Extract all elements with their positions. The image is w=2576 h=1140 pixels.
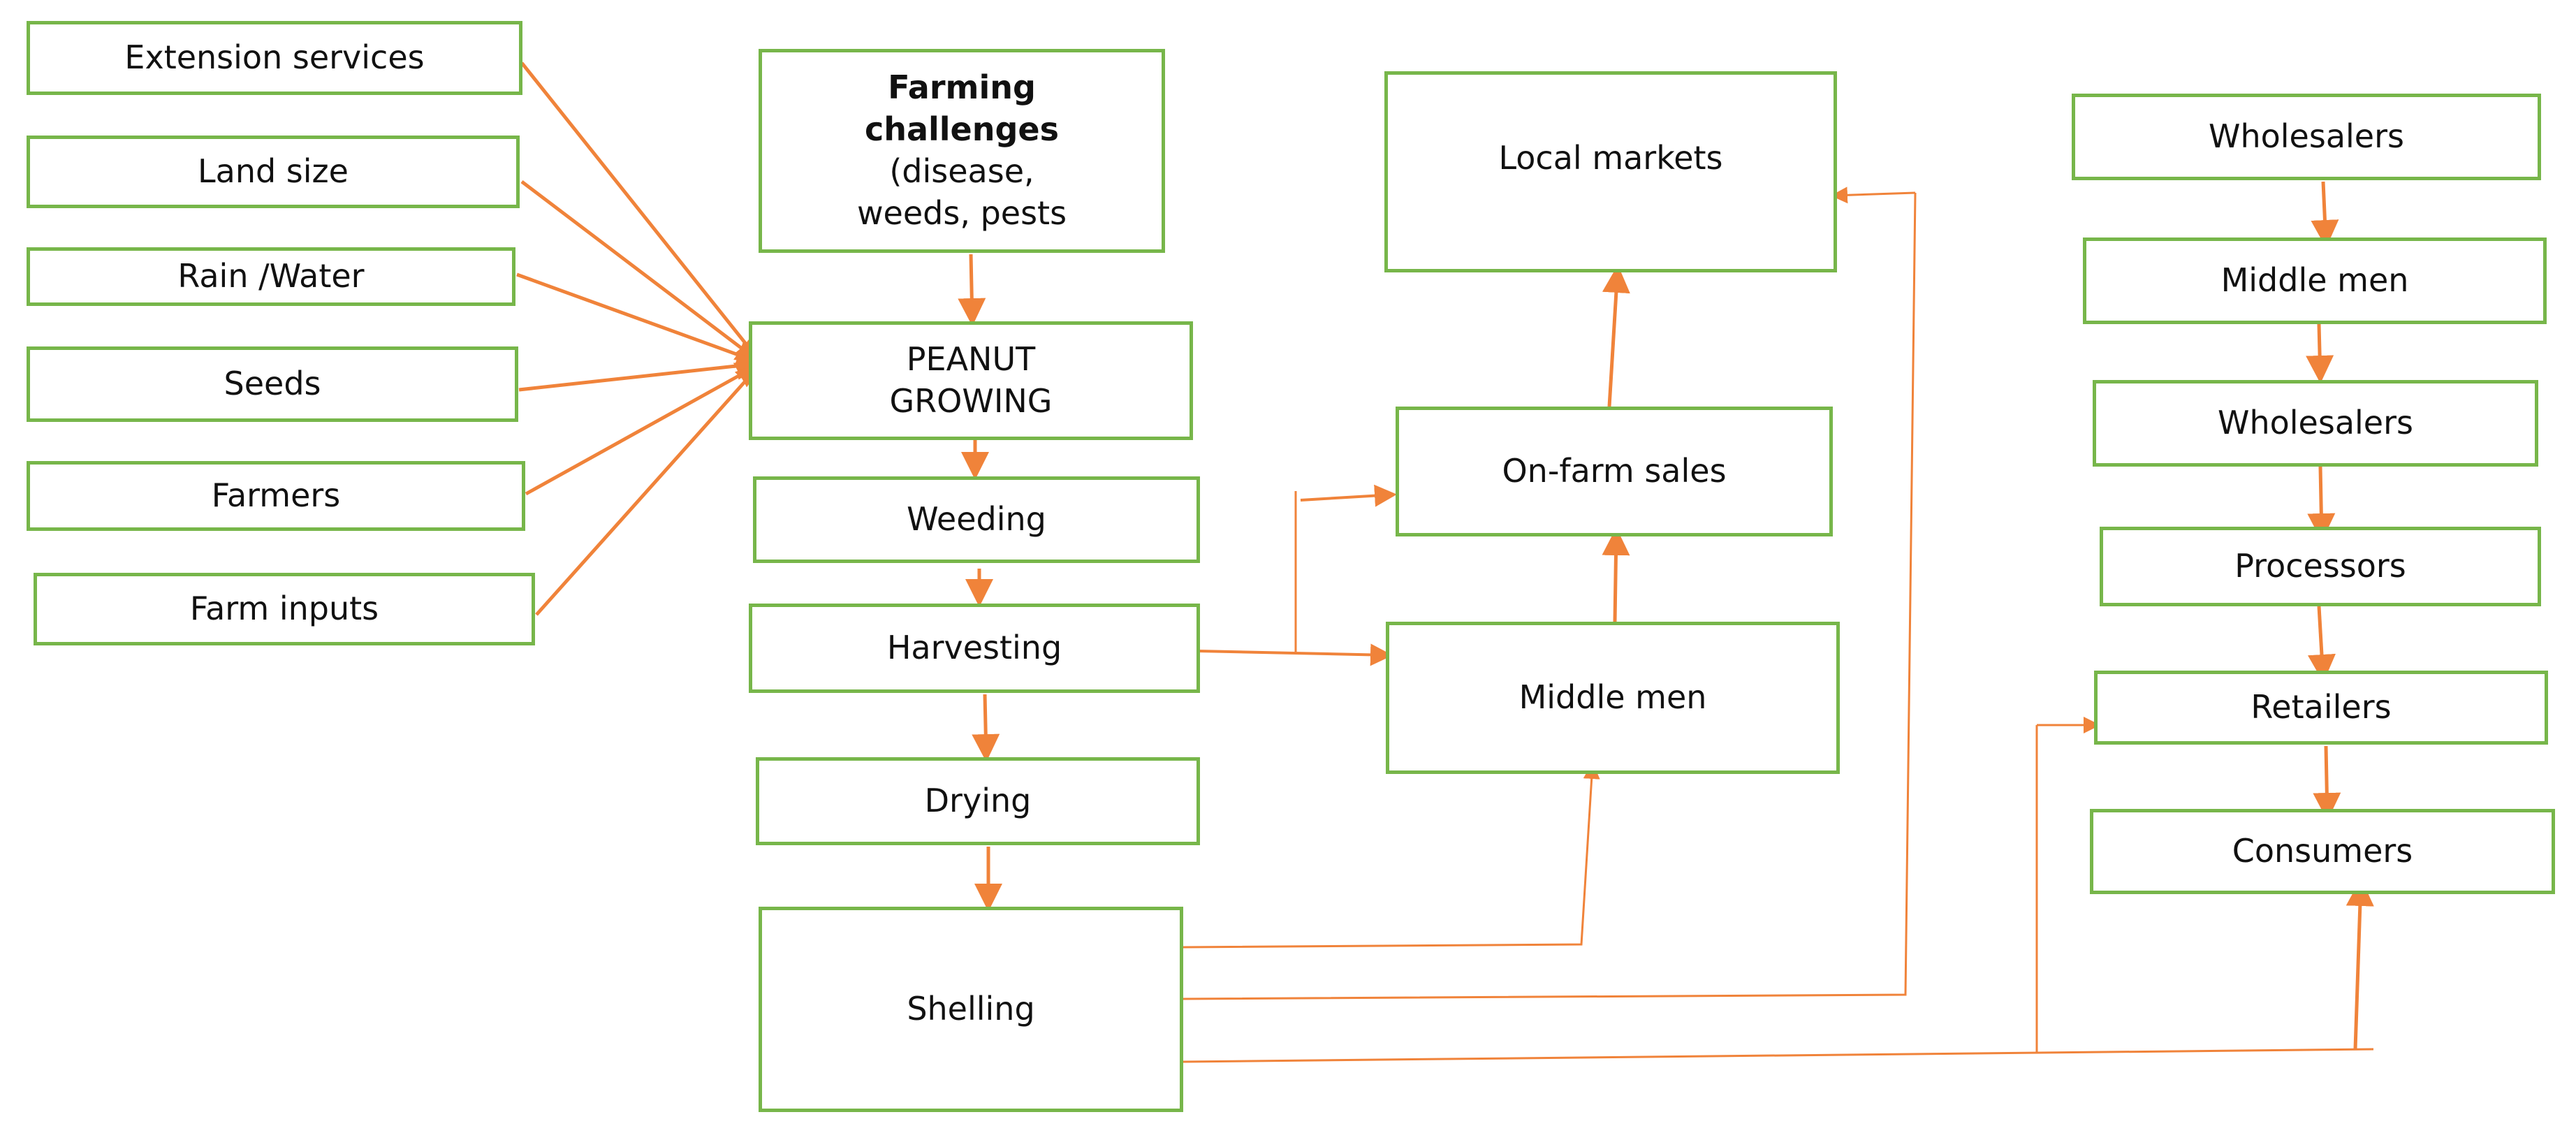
rain-water-box: Rain /Water <box>27 247 515 306</box>
middle-men-box: Middle men <box>1386 622 1840 774</box>
extension-services-box: Extension services <box>27 21 522 95</box>
wholesalers-top-box: Wholesalers <box>2072 94 2541 180</box>
farmers-box: Farmers <box>27 461 525 531</box>
local-markets-box: Local markets <box>1384 71 1837 272</box>
arrow-seeds-to-growing <box>518 351 765 392</box>
rain-water-label: Rain /Water <box>177 257 365 295</box>
extension-services-label: Extension services <box>124 38 425 77</box>
arrow-farm-inputs-to-growing <box>535 360 764 616</box>
arrow-wholesalers-to-processors <box>2307 466 2336 541</box>
on-farm-sales-box: On-farm sales <box>1396 407 1833 536</box>
arrow-connector-to-local-markets <box>1831 187 1916 204</box>
peanut-growing-text: PEANUT GROWING <box>890 339 1053 423</box>
harvesting-box: Harvesting <box>749 604 1200 693</box>
connector-shelling-to-local-markets <box>1183 192 1917 1000</box>
arrow-middle-men-to-on-farm-sales <box>1602 527 1630 622</box>
drying-label: Drying <box>924 782 1032 820</box>
weeding-label: Weeding <box>907 500 1046 539</box>
farmers-label: Farmers <box>211 476 341 515</box>
harvesting-label: Harvesting <box>886 629 1062 667</box>
consumers-box: Consumers <box>2090 809 2555 894</box>
land-size-box: Land size <box>27 136 520 208</box>
arrow-middle-men-to-wholesalers <box>2306 323 2334 383</box>
arrow-challenges-to-growing <box>958 254 986 326</box>
wholesalers-second-label: Wholesalers <box>2218 404 2413 442</box>
land-size-label: Land size <box>198 152 349 191</box>
arrow-processors-to-retailers <box>2308 606 2336 682</box>
arrow-harvesting-to-middle-men <box>1198 643 1393 666</box>
on-farm-sales-label: On-farm sales <box>1502 452 1727 490</box>
farm-inputs-label: Farm inputs <box>189 590 379 628</box>
local-markets-label: Local markets <box>1498 139 1723 177</box>
challenges-detail-line1: (disease, <box>889 152 1034 190</box>
arrow-harvesting-to-drying <box>972 694 1000 762</box>
seeds-label: Seeds <box>224 365 321 403</box>
arrow-connector-to-consumers <box>2346 878 2374 1050</box>
peanut-growing-line2: GROWING <box>889 382 1053 420</box>
peanut-growing-line1: PEANUT <box>906 340 1036 379</box>
arrow-retailers-to-consumers <box>2313 745 2341 821</box>
arrow-on-farm-sales-to-local-markets <box>1602 265 1630 407</box>
retailers-box: Retailers <box>2094 671 2548 745</box>
arrow-wholesalers-to-middle-men <box>2311 181 2339 248</box>
farming-challenges-text: Farming challenges (disease, weeds, pest… <box>857 67 1067 234</box>
challenges-title-line1: Farming <box>888 68 1036 107</box>
wholesalers-top-label: Wholesalers <box>2209 117 2404 156</box>
challenges-title-line2: challenges <box>864 110 1060 149</box>
processors-box: Processors <box>2100 527 2541 606</box>
peanut-growing-box: PEANUT GROWING <box>749 321 1193 440</box>
shelling-label: Shelling <box>907 990 1035 1028</box>
farming-challenges-box: Farming challenges (disease, weeds, pest… <box>759 49 1165 253</box>
arrow-farmers-to-growing <box>525 361 765 496</box>
arrow-branch-to-on-farm-sales <box>1300 484 1397 507</box>
connector-shelling-to-consumers <box>1183 1048 2374 1063</box>
processors-label: Processors <box>2234 547 2406 585</box>
arrow-rain-to-growing <box>516 272 765 368</box>
arrow-shelling-to-middle-men <box>1183 762 1600 949</box>
shelling-box: Shelling <box>759 907 1183 1112</box>
weeding-box: Weeding <box>753 476 1200 563</box>
middle-men-chain-box: Middle men <box>2083 238 2547 324</box>
retailers-label: Retailers <box>2251 688 2392 726</box>
arrow-extension-to-growing <box>520 61 764 366</box>
challenges-detail-line2: weeds, pests <box>856 193 1067 232</box>
arrow-land-to-growing <box>520 180 764 366</box>
consumers-label: Consumers <box>2232 832 2413 870</box>
middle-men-chain-label: Middle men <box>2220 261 2409 300</box>
farm-inputs-box: Farm inputs <box>34 573 535 645</box>
wholesalers-second-box: Wholesalers <box>2093 380 2538 467</box>
drying-box: Drying <box>756 757 1200 845</box>
middle-men-label: Middle men <box>1518 678 1707 717</box>
seeds-box: Seeds <box>27 346 518 422</box>
